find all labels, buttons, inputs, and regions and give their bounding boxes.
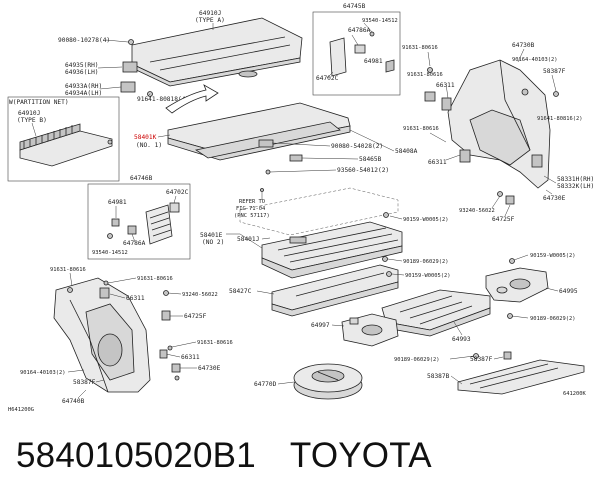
label-64746B: 64746B: [130, 175, 153, 182]
label-93240-56022-b: 93240-56022: [182, 292, 218, 298]
label-type-a: (TYPE A): [195, 17, 225, 24]
assembly-arrow: [165, 84, 219, 114]
parts-diagram: 64910J (TYPE A) 90080-10278(4) 64935(RH)…: [7, 3, 594, 413]
label-58387F-c: 58387F: [470, 356, 493, 363]
label-64910J: 64910J: [199, 10, 221, 17]
label-refer-to: REFER TO: [239, 199, 265, 205]
label-64981-b: 64981: [108, 199, 127, 206]
tonneau-cover-type-a: [120, 17, 303, 97]
label-64702C: 64702C: [316, 75, 339, 82]
label-93240-56022-a: 93240-56022: [459, 208, 495, 214]
box-64745B: [312, 11, 401, 96]
side-trim-64730B: [447, 59, 559, 189]
deck-board-58401E: [239, 187, 403, 279]
label-93540-14512-b: 93540-14512: [92, 250, 128, 256]
label-64770D: 64770D: [254, 381, 277, 388]
label-type-b: (TYPE B): [17, 117, 47, 124]
label-91641-80818: 91641-80818(4): [137, 96, 189, 103]
deck-board-58401K: [167, 102, 351, 162]
label-90164-40103-b: 90164-40103(2): [20, 370, 65, 376]
trim-rail-58387B: [457, 359, 585, 395]
brand-name: TOYOTA: [289, 436, 432, 475]
label-64730E-a: 64730E: [543, 195, 566, 202]
label-58408A: 58408A: [395, 148, 418, 155]
label-90159-W0005-b: 90159-W0005(2): [405, 273, 450, 279]
label-fig-left: H641200G: [8, 407, 34, 413]
part-caption: 5840105020B1 TOYOTA: [16, 436, 432, 476]
label-91631-80616-e: 91631-80616: [137, 276, 173, 282]
label-91631-80616-b: 91631-80616: [407, 72, 443, 78]
label-64995: 64995: [559, 288, 578, 295]
label-90189-06029-b: 90189-06029(2): [530, 316, 575, 322]
label-64981: 64981: [364, 58, 383, 65]
tool-box-64995: [485, 267, 549, 303]
label-64745B: 64745B: [343, 3, 366, 10]
label-66311-c: 66311: [126, 295, 145, 302]
label-58401K: 58401K: [134, 134, 157, 141]
label-64993: 64993: [452, 336, 471, 343]
label-pnc: (PNC 57117): [234, 213, 270, 219]
label-93560-54012: 93560-54012(2): [337, 167, 389, 174]
label-90080-54028: 90080-54028(2): [331, 143, 383, 150]
label-fig: FIG 71-04: [236, 206, 265, 212]
label-64725F-b: 64725F: [184, 313, 207, 320]
label-no1: (NO. 1): [136, 142, 162, 149]
label-64933A: 64933A(RH): [65, 83, 102, 90]
label-partition-net: W(PARTITION NET): [9, 99, 69, 106]
tool-tray-64993: [381, 289, 491, 337]
part-number: 5840105020B1: [16, 436, 256, 475]
label-90189-06029-c: 90189-06029(2): [394, 357, 439, 363]
label-90159-W0005-a: 90159-W0005(2): [403, 217, 448, 223]
label-58427C: 58427C: [229, 288, 252, 295]
label-64997: 64997: [311, 322, 330, 329]
label-64936: 64936(LH): [65, 69, 99, 76]
label-64910J-b: 64910J: [18, 110, 40, 117]
partition-net: [19, 123, 113, 167]
label-64702C-b: 64702C: [166, 189, 189, 196]
label-58387F-b: 58387F: [73, 379, 96, 386]
label-91631-80616-a: 91631-80616: [402, 45, 438, 51]
label-58465B: 58465B: [359, 156, 382, 163]
label-64730E-b: 64730E: [198, 365, 221, 372]
label-58332K: 58332K(LH): [557, 183, 594, 190]
floor-tray-58427C: [271, 264, 399, 317]
label-90159-W0005-c: 90159-W0005(2): [530, 253, 575, 259]
box-64746B: [87, 183, 191, 260]
label-66311-d: 66311: [181, 354, 200, 361]
label-64934A: 64934A(LH): [65, 90, 102, 97]
label-no2: (NO 2): [202, 239, 224, 246]
label-91631-80616-c: 91631-80616: [403, 126, 439, 132]
jack-holder-64997: [341, 313, 399, 347]
label-90189-06029-a: 90189-06029(2): [403, 259, 448, 265]
label-91631-80616-f: 91631-80616: [197, 340, 233, 346]
label-58331H: 58331H(RH): [557, 176, 594, 183]
label-64730B: 64730B: [512, 42, 535, 49]
label-93540-14512: 93540-14512: [362, 18, 398, 24]
label-91631-80616-d: 91631-80616: [50, 267, 86, 273]
partition-net-frame: [7, 96, 120, 182]
label-64935: 64935(RH): [65, 62, 99, 69]
label-58387B: 58387B: [427, 373, 450, 380]
label-91641-80816: 91641-80816(2): [537, 116, 582, 122]
label-58401E: 58401E: [200, 232, 223, 239]
label-64740B: 64740B: [62, 398, 85, 405]
label-66311-b: 66311: [428, 159, 447, 166]
label-90080-10278: 90080-10278(4): [58, 37, 110, 44]
label-64725F-a: 64725F: [492, 216, 515, 223]
label-66311-a: 66311: [436, 82, 455, 89]
label-64786A: 64786A: [348, 27, 371, 34]
label-64786A-b: 64786A: [123, 240, 146, 247]
label-fig-right: 641200K: [563, 391, 586, 397]
side-trim-64740B: [53, 277, 151, 393]
label-58387F-a: 58387F: [543, 68, 566, 75]
label-90164-40103-a: 90164-40103(2): [512, 57, 557, 63]
tire-tray-64770D: [293, 363, 363, 400]
